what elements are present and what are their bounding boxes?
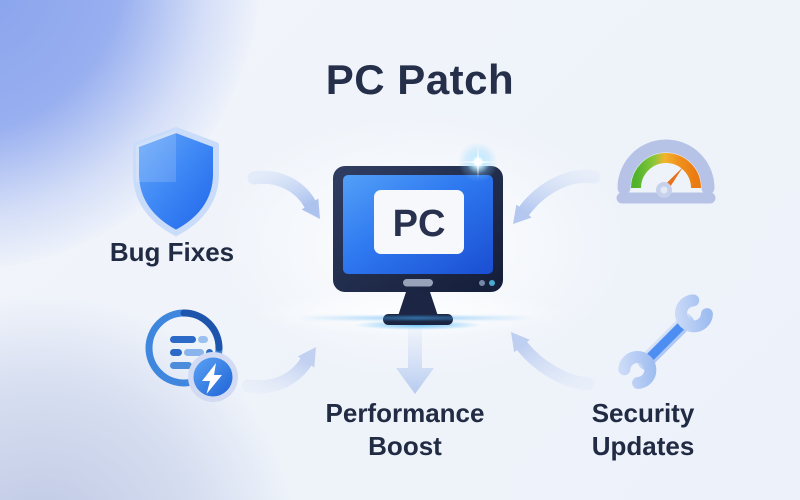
arrow-bottom-right-icon xyxy=(511,332,595,391)
performance-boost-label: Performance Boost xyxy=(325,398,485,461)
bug-fixes-label: Bug Fixes xyxy=(109,237,235,267)
shield-icon xyxy=(128,126,224,245)
security-updates-label: Security Updates xyxy=(591,398,695,461)
monitor-screen-label: PC xyxy=(393,203,446,245)
arrow-top-left-icon xyxy=(247,170,320,219)
pc-monitor-illustration: PC xyxy=(330,160,506,337)
monitor-indicator-dot xyxy=(479,280,485,286)
arrow-top-right-icon xyxy=(513,169,601,224)
wrench-icon xyxy=(610,286,722,403)
page-title: PC Patch xyxy=(325,56,515,103)
gauge-icon xyxy=(612,128,720,233)
sparkle-highlight-icon xyxy=(458,142,498,182)
monitor-button xyxy=(403,279,433,287)
base-glow-reflection xyxy=(298,316,534,320)
arrow-down-icon xyxy=(396,328,434,394)
arrow-bottom-left-icon xyxy=(241,347,316,394)
monitor-indicator-dot xyxy=(489,280,495,286)
list-lightning-icon xyxy=(142,306,242,411)
